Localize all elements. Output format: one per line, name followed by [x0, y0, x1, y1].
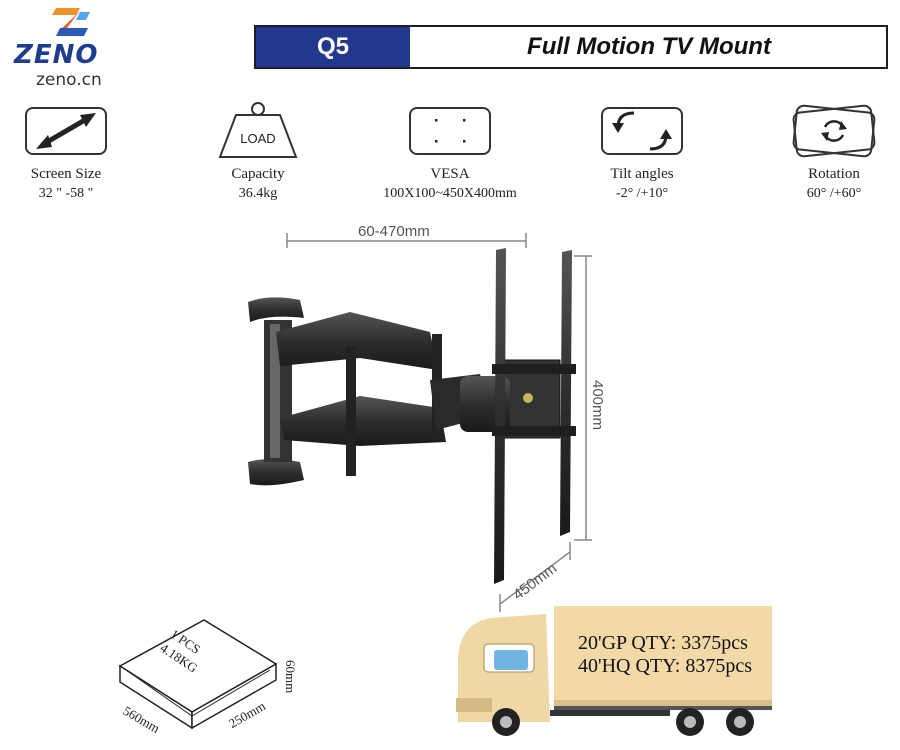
spec-value: 60° /+60°	[806, 186, 862, 201]
spec-label: VESA	[430, 166, 470, 182]
brand-name: ZENO	[14, 40, 99, 70]
hq40-quantity: 40'HQ QTY: 8375pcs	[578, 655, 752, 677]
vesa-holes-icon	[409, 107, 491, 155]
brand-logo	[14, 6, 129, 96]
truck-illustration	[456, 606, 772, 736]
package-height: 60mm	[283, 660, 298, 694]
package-box-illustration	[118, 619, 278, 730]
spec-screen-size: Screen Size 32 " -58 "	[0, 100, 136, 202]
tilt-arrows-icon	[601, 107, 683, 155]
spec-value: -2° /+10°	[615, 186, 669, 201]
spec-value: 32 " -58 "	[38, 186, 94, 201]
title-bar: Q5 Full Motion TV Mount	[254, 25, 888, 69]
spec-label: Capacity	[231, 166, 285, 182]
spec-tilt: Tilt angles -2° /+10°	[572, 100, 712, 202]
load-weight-icon: LOAD	[218, 102, 298, 158]
shipping-quantities: 20'GP QTY: 3375pcs 40'HQ QTY: 8375pcs	[578, 632, 752, 678]
tv-mount-illustration	[248, 248, 576, 584]
spec-value: 36.4kg	[238, 186, 278, 201]
spec-rotation: Rotation 60° /+60°	[764, 100, 900, 202]
spec-label: Screen Size	[30, 166, 102, 182]
model-badge: Q5	[256, 27, 410, 67]
gp20-quantity: 20'GP QTY: 3375pcs	[578, 632, 748, 654]
spec-label: Rotation	[808, 166, 860, 182]
spec-vesa: VESA 100X100~450X400mm	[380, 100, 520, 202]
brand-url: zeno.cn	[36, 70, 102, 90]
spec-label: Tilt angles	[610, 166, 674, 182]
spec-value: 100X100~450X400mm	[383, 186, 517, 201]
extension-dimension: 60-470mm	[358, 223, 430, 240]
zeno-logo-icon	[52, 8, 90, 36]
product-title: Full Motion TV Mount	[527, 33, 771, 60]
height-dimension: 400mm	[589, 380, 606, 431]
rotation-arrows-icon	[792, 104, 876, 158]
load-icon-text: LOAD	[240, 131, 275, 146]
spec-capacity: LOAD Capacity 36.4kg	[188, 100, 328, 202]
diagonal-arrow-icon	[25, 107, 107, 155]
